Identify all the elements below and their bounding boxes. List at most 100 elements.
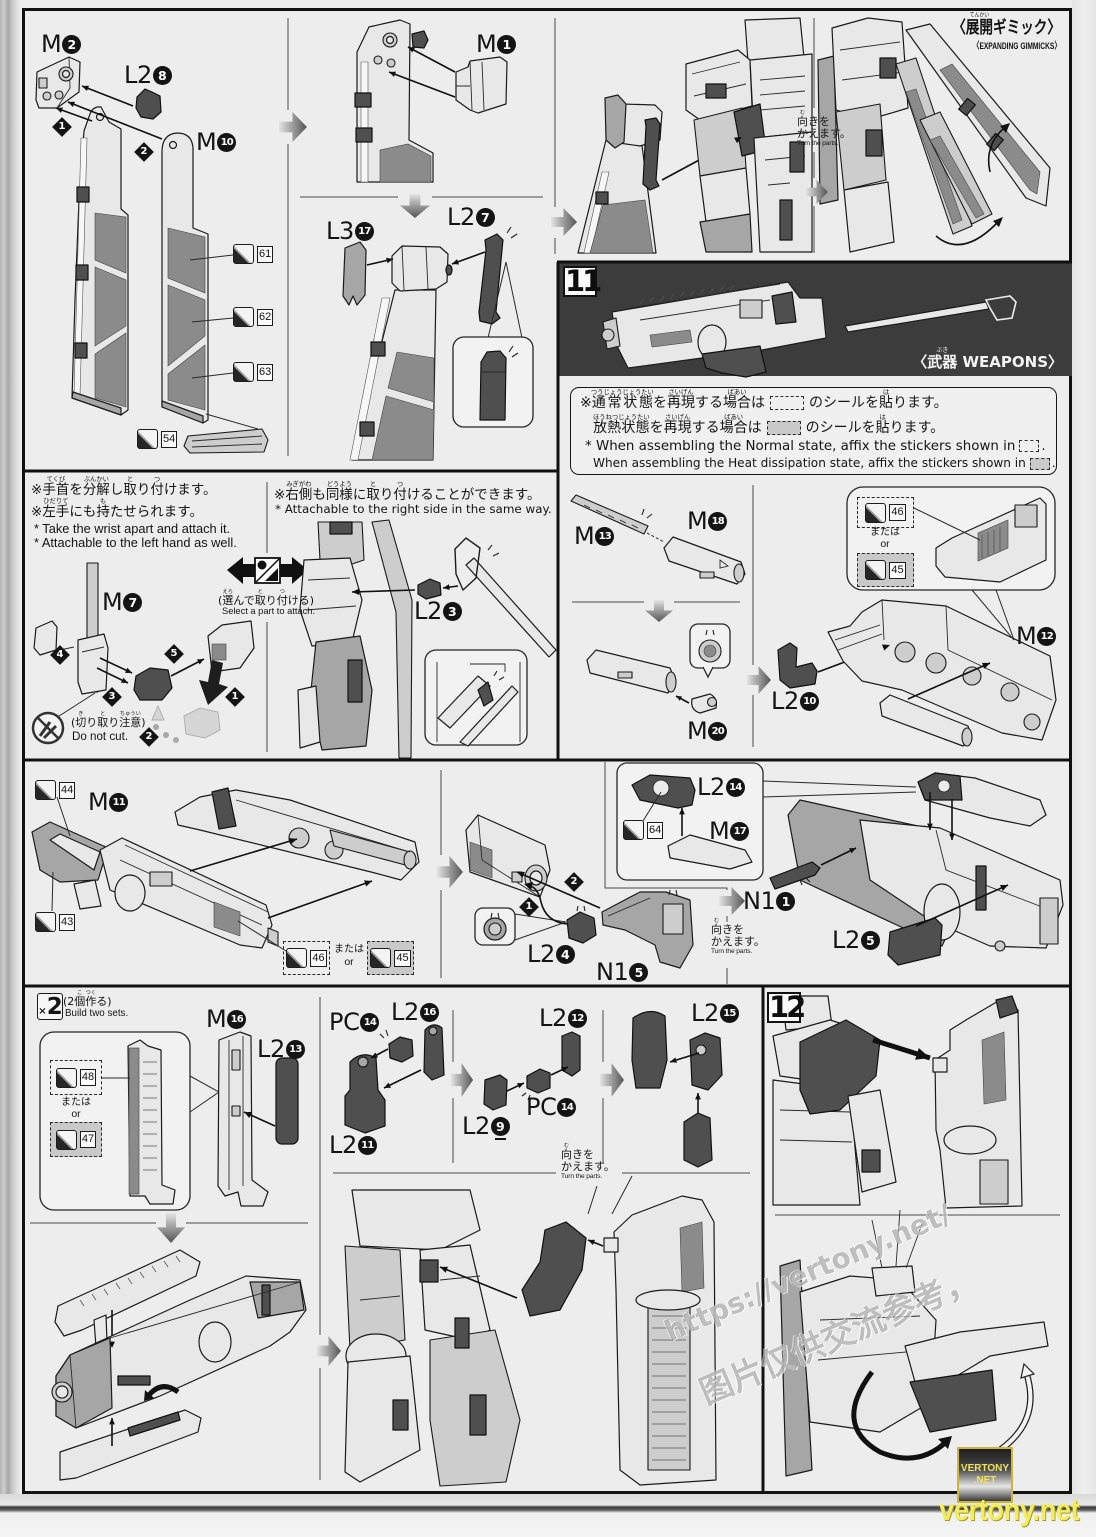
sticker-number: 64 (647, 821, 664, 839)
suit-vent (469, 1394, 487, 1436)
runner-code: L2 (447, 203, 475, 231)
prohibition-slash (36, 716, 60, 740)
order-number: 1 (525, 901, 533, 912)
plate-clip (354, 92, 372, 108)
arrowhead (517, 1083, 524, 1089)
multiply-symbol: × (38, 1006, 47, 1017)
sticker-callout: 63 (233, 362, 274, 382)
assembly-arrow (820, 847, 857, 866)
sticker-icon (35, 780, 56, 800)
step-number-12: 12 (767, 990, 806, 1024)
front-detail (477, 814, 541, 898)
arrowhead (56, 107, 63, 113)
furigana: ばあい (719, 414, 748, 421)
wrist-note-jp: ※手首てくびを分解ぶんかいし取とり付つけます。 (31, 476, 216, 498)
part-number-badge: 2 (62, 34, 82, 54)
m2-cap-part (35, 56, 81, 109)
arm-joint-parts-illustration (344, 1010, 723, 1168)
plate-panel (929, 135, 985, 219)
sticker-number: 44 (59, 781, 76, 799)
l2-3-part (417, 578, 442, 600)
badge-line-top: VERTONY (960, 1463, 1010, 1474)
click-mark (508, 345, 519, 358)
assembly-order-mark: 1 (519, 897, 539, 917)
expanding-gimmicks-title: 〈展開てんかいギミック〉 (952, 12, 1061, 37)
column-collar (943, 1125, 997, 1155)
sticker-icon (233, 362, 254, 382)
discard-dot (163, 732, 169, 738)
frame-barrel-end (403, 850, 417, 870)
heat-state-sticker-frame-icon (766, 421, 801, 435)
suit-antenna (871, 1209, 923, 1269)
scan-edge-bottom (0, 1494, 1096, 1537)
suit-leg-armor (847, 1089, 897, 1193)
plate-panel (94, 332, 127, 408)
plate-clip (75, 264, 89, 281)
rifle-cover-assembly-illustration (51, 1249, 307, 1481)
text-segment: ( (218, 594, 223, 607)
frame-detail (881, 599, 1053, 701)
arrowhead (82, 85, 89, 91)
leader-line (611, 1175, 633, 1215)
part-number-badge: 16 (227, 1009, 247, 1029)
part-number-badge: 3 (442, 601, 462, 621)
plate-clip (359, 421, 375, 437)
watermark-footer: vertony.net (939, 1492, 1080, 1527)
text-segment: んで (233, 594, 255, 607)
page-frame (22, 8, 1072, 1494)
ruby-annotated-text: 武器ぶき (927, 347, 958, 371)
right-side-note-jp: ※右側みぎがわも同様どうように取とり付つけることができます。 (274, 481, 540, 503)
part-body (455, 56, 508, 114)
assembly-order-mark: 1 (52, 117, 72, 137)
suit-arm (835, 103, 887, 191)
cover-body (54, 1249, 201, 1337)
sentence-period: . (1051, 456, 1056, 470)
build-count: 2 (46, 994, 63, 1020)
arrowhead (197, 659, 204, 665)
alignment-line (646, 532, 665, 543)
click-mark (379, 1029, 389, 1039)
pc-14-part (526, 1068, 551, 1094)
or-label-en: or (880, 538, 890, 550)
m20-muzzle-part (691, 693, 718, 714)
arrowhead (125, 667, 132, 673)
part-number-badge: 7 (123, 592, 143, 612)
furigana: は (875, 414, 890, 421)
runner-code: PC (526, 1093, 557, 1121)
assembly-arrow (439, 1266, 518, 1299)
assembly-order-mark: 2 (134, 142, 154, 162)
runner-code: M (206, 1005, 227, 1033)
sentence-period: . (1041, 439, 1046, 454)
column-top (995, 995, 1019, 1019)
normal-state-sticker-option: 46 (857, 497, 914, 528)
binder-plate-lower (349, 245, 453, 461)
part-number-badge: 10 (217, 132, 237, 152)
sticker-number: 48 (79, 1069, 97, 1086)
part-number-badge: 17 (354, 221, 374, 241)
furigana: む (797, 110, 808, 116)
rifle-assembly-illustration (31, 787, 420, 952)
arrowhead (68, 101, 75, 107)
choice-circle (257, 560, 267, 570)
l2-7-installed (642, 117, 661, 191)
arrowhead (993, 217, 1003, 227)
runner-code: L2 (527, 940, 555, 968)
ruby-annotated-text: 同様どうよう (325, 481, 353, 503)
assembly-order-mark: 2 (564, 872, 584, 892)
cover-insert (127, 1411, 181, 1437)
saber-shaft (465, 557, 557, 658)
build-count-jp: (2個こ作つくる) (63, 990, 112, 1007)
arrowhead (949, 833, 955, 840)
core-body (570, 494, 649, 535)
text-segment: 〈 (952, 18, 966, 38)
ruby-annotated-text: 向む (711, 918, 722, 936)
binder-assembly-illustration (35, 56, 269, 454)
arrowhead (927, 823, 933, 830)
furigana: も (96, 498, 110, 505)
